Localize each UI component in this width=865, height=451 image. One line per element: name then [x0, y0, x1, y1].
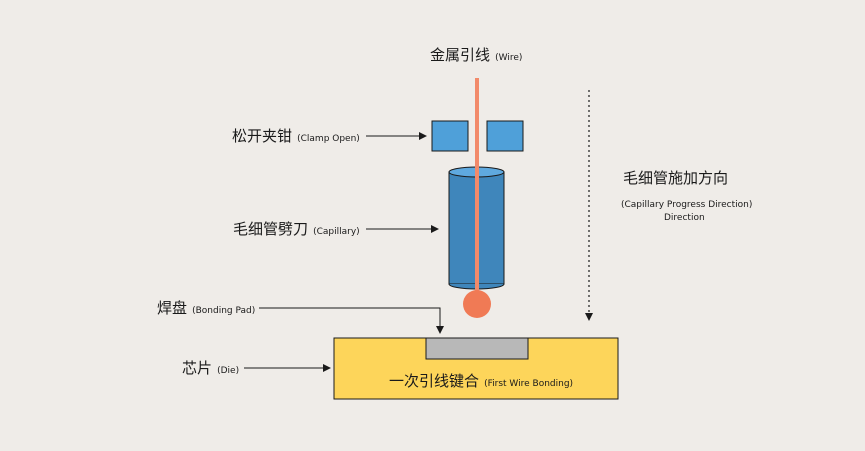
- bonding-label-main: 一次引线键合: [389, 372, 480, 390]
- pad-label-main: 焊盘: [157, 299, 188, 317]
- bonding-label: 一次引线键合 (First Wire Bonding): [389, 373, 573, 389]
- clamp-label: 松开夹钳 (Clamp Open): [232, 128, 360, 144]
- bonding-pad: [425, 337, 529, 360]
- wire-label-main: 金属引线: [430, 46, 491, 64]
- clamp-left: [431, 120, 469, 152]
- wire-label-sub: (Wire): [495, 53, 523, 63]
- die-label: 芯片 (Die): [182, 360, 239, 376]
- pad-label: 焊盘 (Bonding Pad): [157, 300, 255, 316]
- direction-label-sub1: (Capillary Progress Direction): [621, 200, 753, 210]
- clamp-right: [486, 120, 524, 152]
- direction-label-main: 毛细管施加方向: [623, 169, 729, 187]
- wire-label: 金属引线 (Wire): [430, 47, 522, 63]
- capillary-label-sub: (Capillary): [313, 227, 360, 237]
- bonding-label-sub: (First Wire Bonding): [484, 379, 574, 389]
- capillary-label-main: 毛细管劈刀: [233, 220, 309, 238]
- clamp-label-main: 松开夹钳: [232, 127, 293, 145]
- die-label-main: 芯片: [182, 359, 213, 377]
- capillary-label: 毛细管劈刀 (Capillary): [233, 221, 360, 237]
- clamp-label-sub: (Clamp Open): [297, 134, 360, 144]
- pad-label-sub: (Bonding Pad): [192, 306, 256, 316]
- pad-arrow: [259, 307, 444, 334]
- die-label-sub: (Die): [217, 366, 240, 376]
- wire-ball: [463, 290, 491, 318]
- direction-label-sub2: Direction: [664, 213, 705, 223]
